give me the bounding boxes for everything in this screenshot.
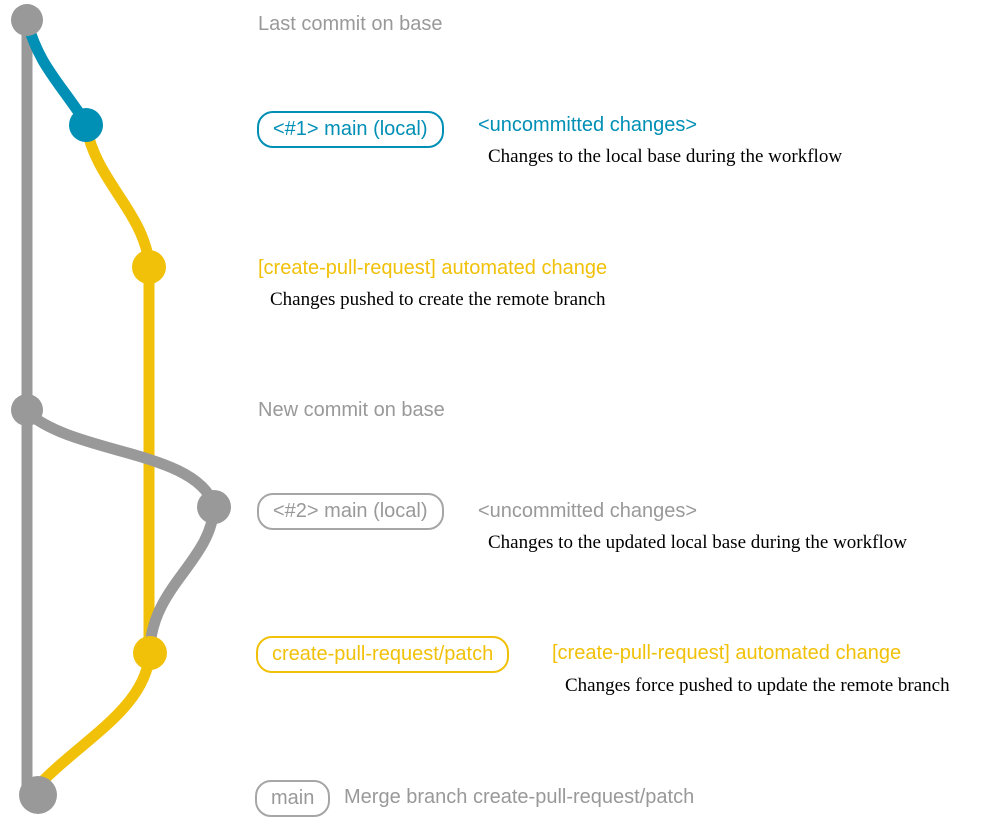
commit-title-uncommitted-2: <uncommitted changes>: [478, 500, 698, 522]
branch-badge-main: main: [255, 780, 331, 817]
branch-badge-main-local-2: <#2> main (local): [257, 493, 444, 530]
commit-node-automated-2: [133, 636, 167, 670]
commit-node-main-local-2: [197, 490, 231, 524]
commit-title-uncommitted-1: <uncommitted changes>: [478, 114, 698, 136]
commit-node-new-base: [11, 394, 43, 426]
commit-title-automated-1: [create-pull-request] automated change: [258, 257, 608, 279]
branch-updated-local-out: [21, 406, 220, 511]
commit-title-merge: Merge branch create-pull-request/patch: [344, 786, 695, 808]
commit-desc-uncommitted-1: Changes to the local base during the wor…: [488, 146, 843, 167]
heading-last-commit-on-base: Last commit on base: [258, 13, 443, 35]
commit-desc-automated-2: Changes force pushed to update the remot…: [565, 675, 950, 696]
branch-yellow-lower-curve: [28, 646, 156, 796]
commit-node-automated-1: [132, 250, 166, 284]
commit-node-merge: [19, 776, 57, 814]
heading-new-commit-on-base: New commit on base: [258, 399, 445, 421]
branch-badge-main-local-1: <#1> main (local): [257, 111, 444, 148]
branch-badge-create-pull-request-patch: create-pull-request/patch: [256, 636, 510, 673]
branch-yellow-upper-curve: [80, 119, 155, 268]
branch-blue-segment: [21, 16, 92, 129]
branch-updated-local-in: [144, 499, 220, 654]
commit-desc-automated-1: Changes pushed to create the remote bran…: [270, 289, 606, 310]
commit-node-last-base: [11, 4, 43, 36]
commit-desc-uncommitted-2: Changes to the updated local base during…: [488, 532, 907, 553]
commit-node-main-local-1: [69, 108, 103, 142]
commit-title-automated-2: [create-pull-request] automated change: [552, 642, 902, 664]
